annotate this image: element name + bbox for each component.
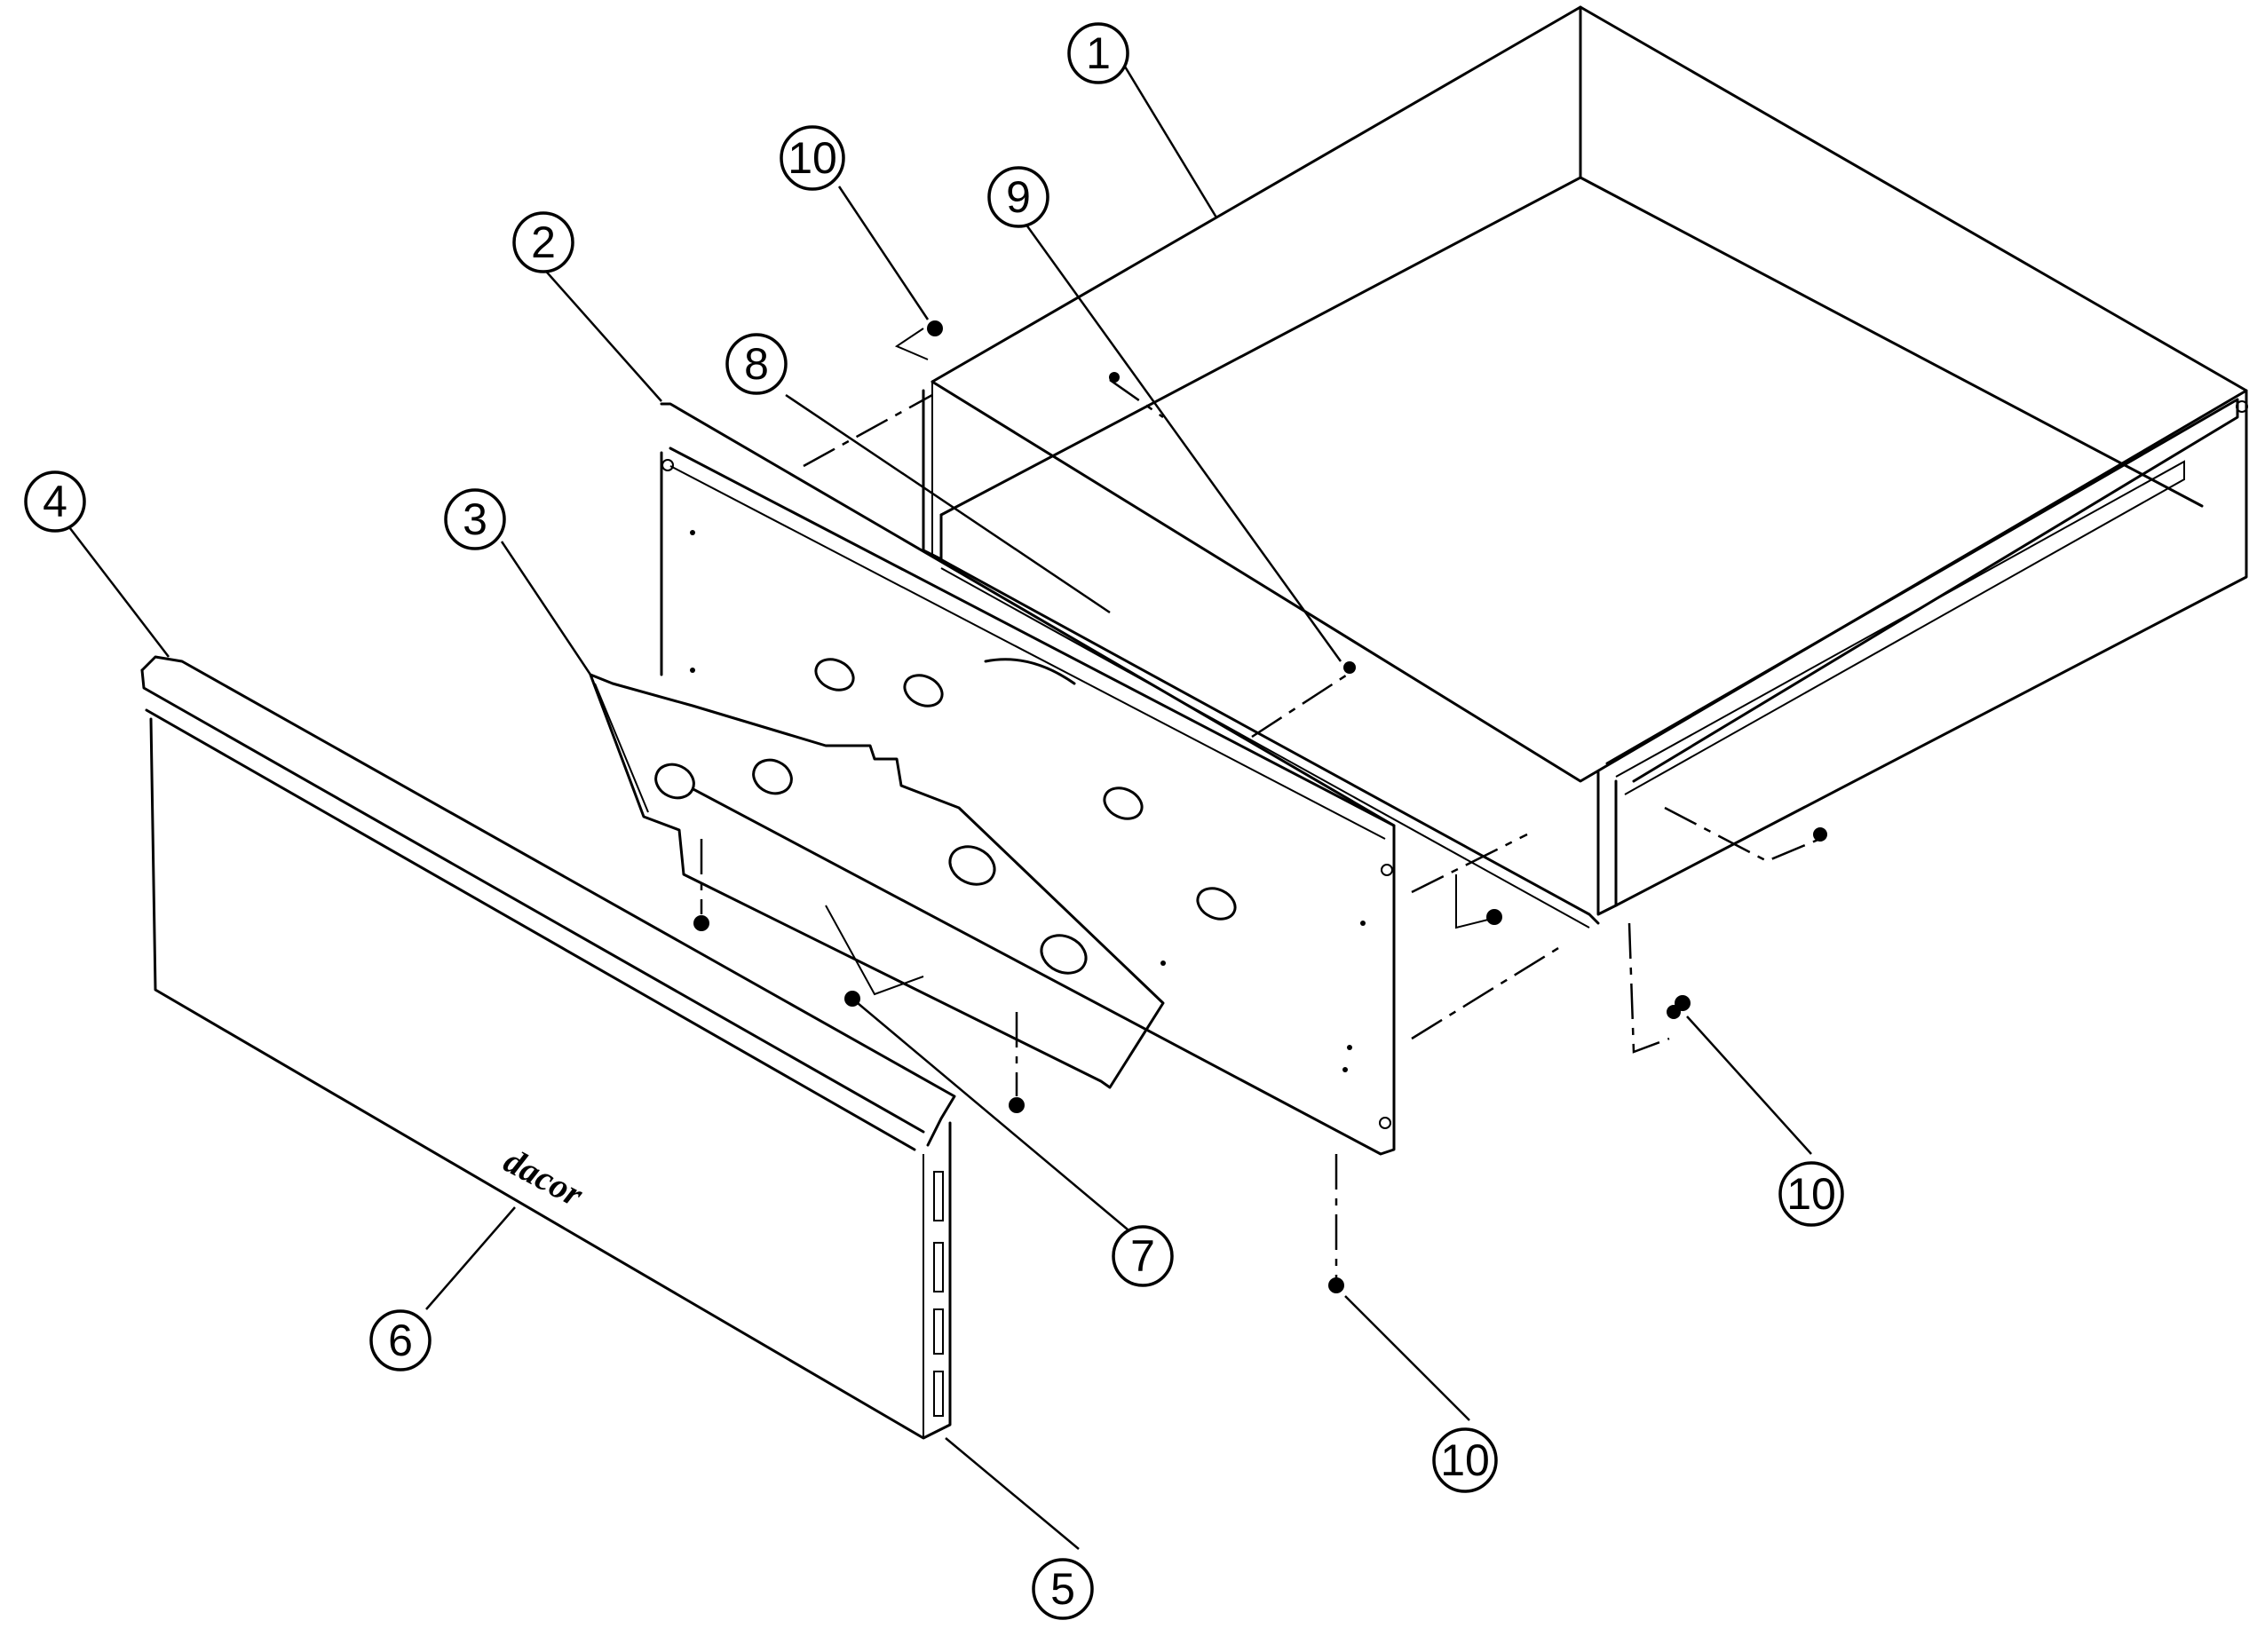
callout-2: 2 (512, 211, 574, 273)
svg-text:9: 9 (1006, 172, 1031, 222)
leader-lines (66, 66, 1812, 1550)
svg-text:5: 5 (1050, 1564, 1075, 1614)
screw-icon (1343, 661, 1356, 674)
callout-3: 3 (444, 488, 506, 550)
svg-text:10: 10 (1786, 1169, 1836, 1219)
callout-9: 9 (987, 166, 1049, 228)
svg-text:10: 10 (788, 133, 837, 183)
svg-text:3: 3 (463, 494, 487, 544)
callout-10-right: 10 (1778, 1161, 1844, 1227)
svg-text:6: 6 (388, 1316, 413, 1365)
svg-text:10: 10 (1440, 1435, 1490, 1485)
callout-10-bottom: 10 (1432, 1427, 1498, 1493)
fasteners (693, 320, 1827, 1293)
logo-text: dacor (497, 1140, 590, 1214)
callout-5: 5 (1032, 1558, 1094, 1620)
callout-8: 8 (725, 333, 788, 395)
callout-6: 6 (369, 1309, 432, 1371)
front-panel-part-2 (660, 402, 1396, 1156)
callout-7: 7 (1112, 1225, 1174, 1287)
logo-badge-part-6: dacor (497, 1140, 590, 1214)
svg-text:4: 4 (43, 477, 67, 526)
screw-icon (1486, 909, 1502, 925)
callout-4: 4 (24, 470, 86, 533)
callout-1: 1 (1067, 22, 1129, 84)
svg-text:8: 8 (744, 339, 769, 389)
drawer-front-part-5 (149, 717, 952, 1440)
screw-icon (693, 915, 709, 931)
svg-text:7: 7 (1130, 1231, 1155, 1281)
callout-10-top: 10 (780, 125, 845, 191)
top-trim-part-4 (140, 655, 956, 1151)
screw-icon (1328, 1277, 1344, 1293)
shield-plate-part-3 (589, 673, 1165, 1089)
screw-icon (1009, 1097, 1025, 1113)
svg-text:1: 1 (1086, 28, 1111, 78)
svg-text:2: 2 (531, 217, 556, 267)
screw-icon (1813, 827, 1827, 842)
screw-icon (927, 320, 943, 336)
screw-icon (1667, 1005, 1681, 1019)
